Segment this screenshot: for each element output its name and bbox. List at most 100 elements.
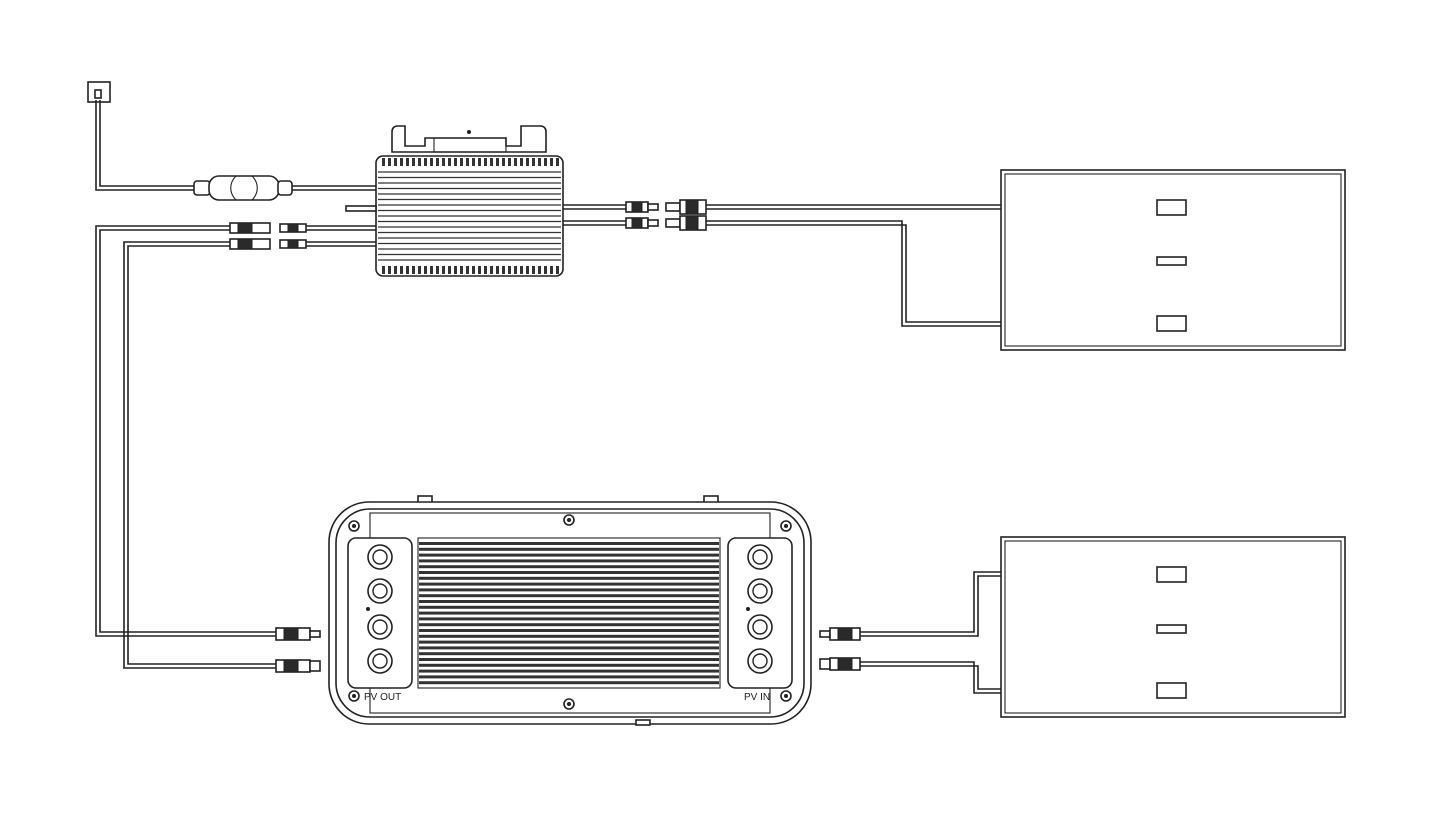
inverter-fin — [412, 266, 415, 274]
inverter-fin — [424, 266, 427, 274]
battery-port-inner — [752, 549, 768, 565]
battery-fin — [419, 652, 719, 656]
inverter-fin — [520, 266, 523, 274]
battery-fin — [419, 594, 719, 598]
battery-port-dot — [366, 607, 370, 611]
inverter-fin — [418, 266, 421, 274]
inverter-fin — [514, 158, 517, 166]
battery-fin — [419, 582, 719, 586]
inverter-fin — [496, 158, 499, 166]
inverter-fin — [556, 266, 559, 274]
inverter-fin — [502, 158, 505, 166]
inverter-fin — [538, 266, 541, 274]
inverter-fin — [400, 266, 403, 274]
inverter-fin — [436, 266, 439, 274]
inverter-fin — [466, 158, 469, 166]
inverter-fin — [382, 266, 385, 274]
inverter-fin — [508, 158, 511, 166]
inverter-fin — [448, 266, 451, 274]
inverter-fin — [538, 158, 541, 166]
battery-fin — [419, 547, 719, 551]
battery-port-inner — [372, 653, 388, 669]
inverter-fin — [526, 266, 529, 274]
inverter-fin — [478, 158, 481, 166]
solar-panel-bottom — [1000, 536, 1346, 718]
inverter-fin — [466, 266, 469, 274]
battery-fin — [419, 605, 719, 609]
inverter-fin — [520, 158, 523, 166]
inverter-fin — [460, 158, 463, 166]
battery-port-inner — [752, 653, 768, 669]
wall-socket — [87, 81, 111, 103]
battery-fin — [419, 553, 719, 557]
pv-out-label: PV OUT — [364, 692, 401, 703]
inverter-fin — [430, 158, 433, 166]
inverter-fin — [502, 266, 505, 274]
inverter-fin — [436, 158, 439, 166]
inverter-fin — [442, 266, 445, 274]
battery-fin — [419, 576, 719, 580]
inverter-fin — [508, 266, 511, 274]
inverter-fin — [382, 158, 385, 166]
inverter-fin — [526, 158, 529, 166]
inverter-fin — [532, 266, 535, 274]
inverter-fin — [454, 158, 457, 166]
battery-port-inner — [372, 549, 388, 565]
ac-inline-connector — [193, 175, 293, 201]
battery-fin — [419, 611, 719, 615]
inverter-fin — [550, 266, 553, 274]
mc4-connectors-inverter-left — [229, 222, 307, 250]
battery-fin — [419, 617, 719, 621]
inverter-fin — [406, 266, 409, 274]
pv-in-label: PV IN — [744, 692, 770, 703]
battery-fin — [419, 559, 719, 563]
battery-fin — [419, 588, 719, 592]
mc4-connectors-pv-out — [275, 627, 321, 673]
inverter-fin — [460, 266, 463, 274]
inverter-fin — [556, 158, 559, 166]
battery-port-inner — [752, 619, 768, 635]
mc4-connectors-pv-in — [819, 627, 861, 671]
inverter-fin — [418, 158, 421, 166]
battery-port-dot — [746, 607, 750, 611]
ac-cable — [95, 100, 376, 191]
inverter-fin — [388, 266, 391, 274]
battery-storage-unit: PV OUT PV IN — [328, 495, 812, 726]
battery-fin — [419, 565, 719, 569]
battery-fin — [419, 623, 719, 627]
battery-fin — [419, 640, 719, 644]
battery-fin — [419, 681, 719, 685]
inverter-fin — [514, 266, 517, 274]
inverter-fin — [454, 266, 457, 274]
inverter-fin — [484, 266, 487, 274]
battery-fin — [419, 634, 719, 638]
battery-fin — [419, 663, 719, 667]
battery-fin — [419, 675, 719, 679]
inverter-fin — [448, 158, 451, 166]
inverter-fin — [412, 158, 415, 166]
inverter-fin — [484, 158, 487, 166]
inverter-fin — [394, 158, 397, 166]
mc4-connectors-inverter-right — [625, 199, 707, 231]
inverter-fin — [424, 158, 427, 166]
battery-fin — [419, 571, 719, 574]
inverter-fin — [544, 158, 547, 166]
battery-fin — [419, 600, 719, 603]
battery-fin — [419, 542, 719, 545]
inverter-fin — [442, 158, 445, 166]
inverter-fin — [406, 158, 409, 166]
inverter-fin — [472, 158, 475, 166]
inverter-fin — [430, 266, 433, 274]
inverter-fin — [472, 266, 475, 274]
battery-fin — [419, 658, 719, 661]
inverter-fin — [394, 266, 397, 274]
micro-inverter — [345, 125, 564, 277]
battery-port-inner — [752, 583, 768, 599]
solar-panel-top — [1000, 169, 1346, 351]
inverter-fin — [388, 158, 391, 166]
inverter-fin — [544, 266, 547, 274]
inverter-fin — [478, 266, 481, 274]
inverter-fin — [490, 158, 493, 166]
inverter-fin — [550, 158, 553, 166]
